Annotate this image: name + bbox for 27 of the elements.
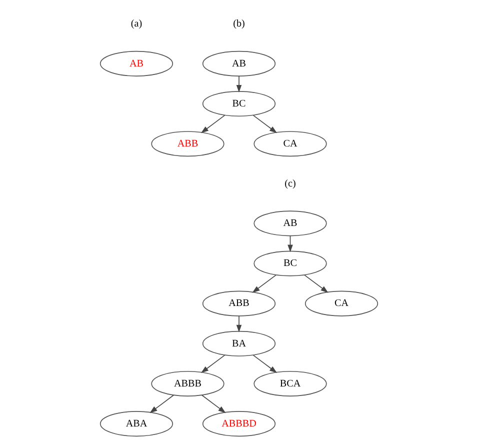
arrow xyxy=(200,114,226,134)
node-ellipse: CA xyxy=(254,131,327,157)
node-ellipse: AB xyxy=(202,50,276,76)
node-ellipse: BC xyxy=(202,91,276,117)
arrow xyxy=(150,394,174,414)
arrow xyxy=(252,274,276,293)
arrow xyxy=(252,354,278,373)
node-ellipse: ABBB xyxy=(151,370,224,396)
node-ellipse: BA xyxy=(202,330,276,356)
node-ellipse: BCA xyxy=(254,370,327,396)
arrow xyxy=(200,354,226,373)
label: (b) xyxy=(233,18,245,30)
node-ellipse: BC xyxy=(254,250,327,276)
node-ellipse: ABB xyxy=(202,290,276,316)
arrow xyxy=(202,394,226,414)
node-ellipse: ABB xyxy=(151,131,224,157)
node-ellipse: AB xyxy=(254,210,327,236)
arrow xyxy=(236,76,242,93)
node-ellipse: ABA xyxy=(100,411,174,437)
node-ellipse: AB xyxy=(100,50,174,76)
label: (c) xyxy=(284,178,296,190)
arrow xyxy=(236,316,242,332)
node-ellipse: ABBBD xyxy=(202,411,276,437)
label: (a) xyxy=(130,18,142,30)
node-ellipse: CA xyxy=(304,290,378,316)
arrow xyxy=(304,274,328,293)
arrow xyxy=(252,114,278,134)
